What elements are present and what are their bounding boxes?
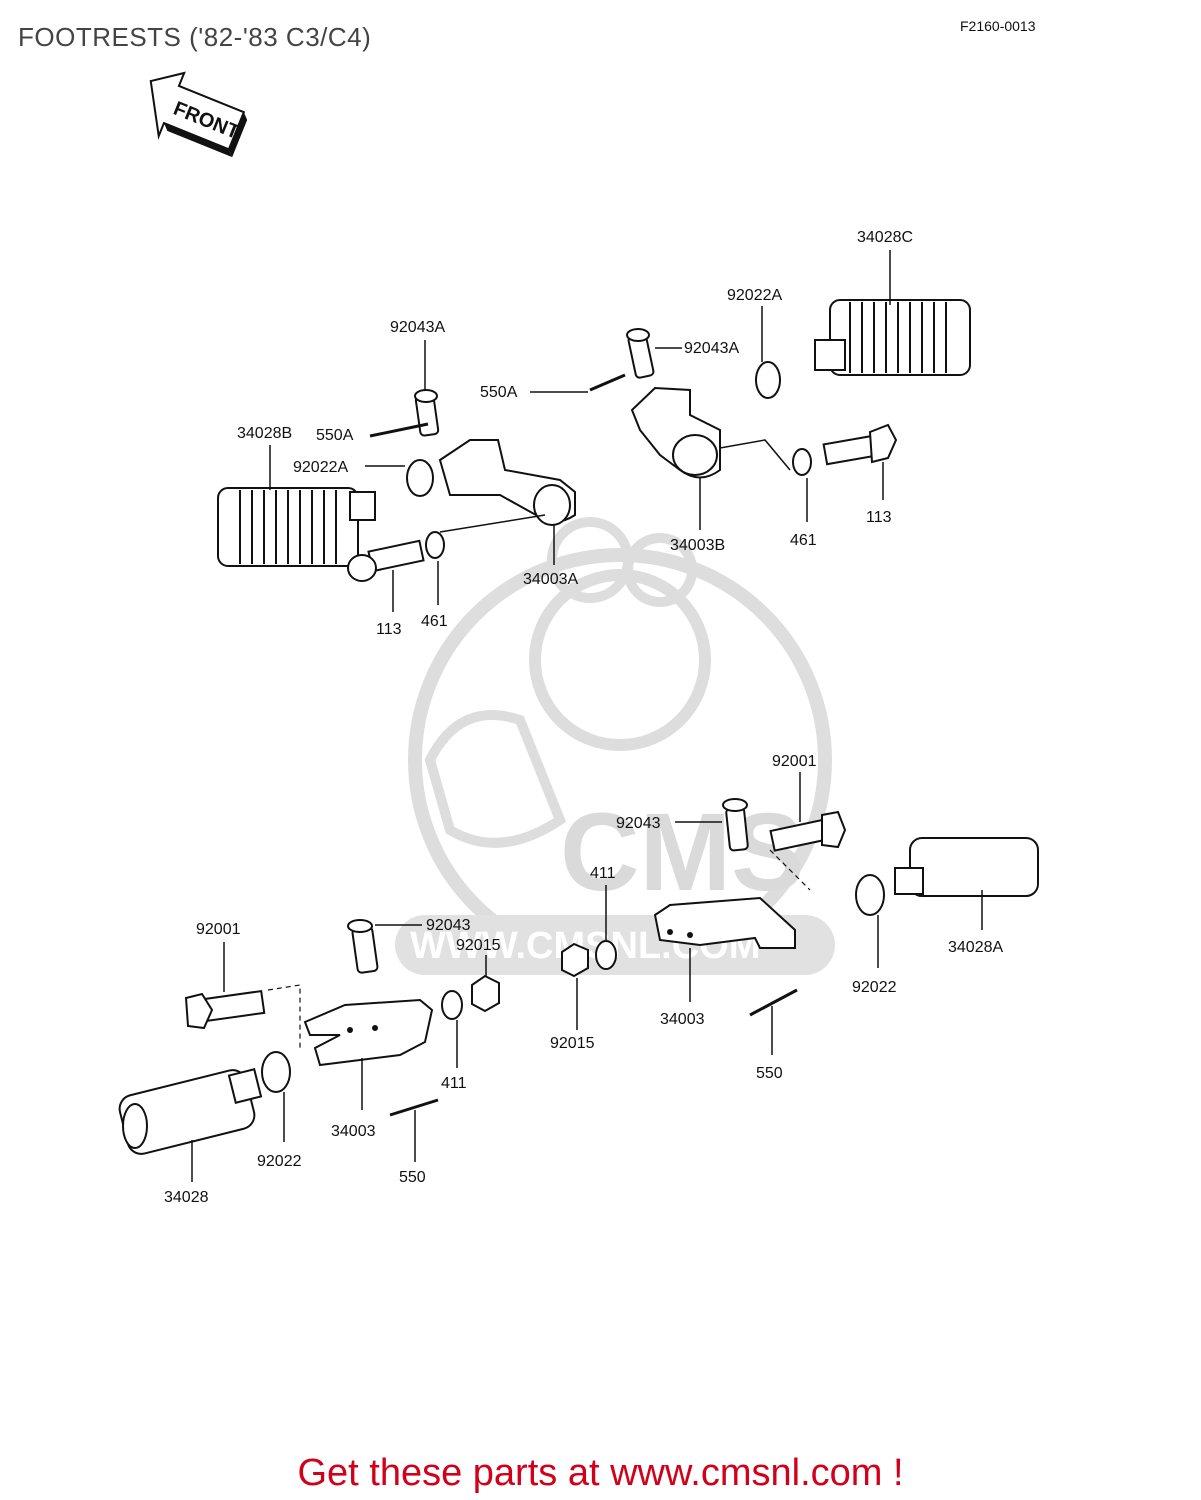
washer-92022a-left [406,459,434,497]
bracket-34003a [438,439,576,526]
cotter-pin-550-right [749,988,798,1017]
nut-92015-right [561,942,589,978]
watermark-brand: CMS [560,791,804,914]
footrest-rubber-34028c [814,299,971,376]
label-34028: 34028 [164,1189,209,1206]
label-461-right: 461 [790,532,817,549]
label-34028c: 34028C [857,229,913,246]
label-92022a-left: 92022A [293,459,348,476]
label-92022a-right: 92022A [727,287,782,304]
label-550a-right: 550A [480,384,518,401]
washer-92022a-right [755,361,781,399]
label-92015-right: 92015 [550,1035,595,1052]
cotter-pin-550-left [389,1098,439,1117]
front-arrow-icon: FRONT [149,71,248,158]
bolt-113-right [822,423,898,466]
label-92043-right: 92043 [616,815,661,832]
label-550-left: 550 [399,1169,426,1186]
footrest-rubber-34028b [217,487,376,567]
label-34003-right: 34003 [660,1011,705,1028]
label-92022-left: 92022 [257,1153,302,1170]
washer-411-left [441,990,463,1020]
pin-92043a-right [626,328,655,379]
label-113-left: 113 [376,621,402,638]
footrest-rubber-34028 [118,1068,263,1155]
bracket-34003b [630,386,721,479]
lockwasher-461-left [425,531,445,559]
label-461-left: 461 [421,613,448,630]
footrest-rubber-34028a [894,837,1039,897]
label-92001-right: 92001 [772,753,817,770]
pin-92043-right [722,798,749,852]
label-34003b: 34003B [670,537,725,554]
cotter-pin-550a-left [369,422,429,438]
pin-92043-left [347,919,379,974]
cotter-pin-550a-right [589,373,626,392]
bolt-92001-right [769,810,847,852]
label-550a-left: 550A [316,427,354,444]
label-34003a: 34003A [523,571,578,588]
washer-92022-right [855,874,885,916]
page-title: FOOTRESTS ('82-'83 C3/C4) [18,22,372,52]
drawing-code: F2160-0013 [960,18,1036,34]
label-411-left: 411 [441,1075,467,1092]
label-92001-left: 92001 [196,921,241,938]
bracket-34003-right [653,896,796,949]
label-34003-left: 34003 [331,1123,376,1140]
label-92043a-left: 92043A [390,319,445,336]
label-34028b: 34028B [237,425,292,442]
label-92015-left: 92015 [456,937,501,954]
bolt-92001-left [184,989,266,1030]
label-92022-right: 92022 [852,979,897,996]
bolt-113-left [347,539,425,582]
nut-92015-left [471,974,500,1013]
label-550-right: 550 [756,1065,783,1082]
bracket-34003-left [303,998,434,1067]
lockwasher-461-right [792,448,812,476]
label-411-right: 411 [590,865,616,882]
pin-92043a-left [414,389,440,437]
label-92043a-right: 92043A [684,340,739,357]
label-34028a: 34028A [948,939,1003,956]
footer-link[interactable]: Get these parts at www.cmsnl.com ! [297,1452,904,1494]
label-92043-left: 92043 [426,917,471,934]
label-113-right: 113 [866,509,892,526]
washer-92022-left [261,1051,291,1093]
washer-411-right [595,940,617,970]
parts-diagram: CMS WWW.CMSNL.COM FRONT 34028C 92022A 92… [118,71,1039,1206]
